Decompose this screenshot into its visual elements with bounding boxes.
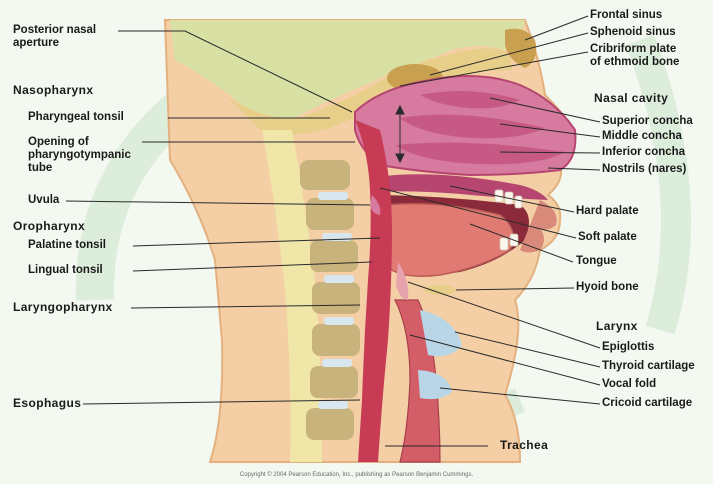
label-laryngopharynx: Laryngopharynx [13, 301, 113, 314]
label-nasal-cavity: Nasal cavity [594, 92, 668, 105]
label-soft-palate: Soft palate [578, 231, 637, 244]
label-pharyngeal-tonsil: Pharyngeal tonsil [28, 111, 124, 124]
label-hard-palate: Hard palate [576, 205, 639, 218]
label-tongue: Tongue [576, 255, 617, 268]
label-vocal-fold: Vocal fold [602, 378, 656, 391]
label-trachea: Trachea [500, 439, 548, 452]
label-hyoid-bone: Hyoid bone [576, 281, 639, 294]
label-frontal-sinus: Frontal sinus [590, 9, 662, 22]
label-nostrils: Nostrils (nares) [602, 163, 686, 176]
label-inferior-concha: Inferior concha [602, 146, 685, 159]
label-thyroid-cartilage: Thyroid cartilage [602, 360, 695, 373]
label-uvula: Uvula [28, 194, 59, 207]
label-esophagus: Esophagus [13, 397, 81, 410]
label-cricoid-cartilage: Cricoid cartilage [602, 397, 692, 410]
label-larynx: Larynx [596, 320, 638, 333]
label-superior-concha: Superior concha [602, 115, 693, 128]
label-epiglottis: Epiglottis [602, 341, 654, 354]
label-lingual-tonsil: Lingual tonsil [28, 264, 103, 277]
label-middle-concha: Middle concha [602, 130, 682, 143]
label-nasopharynx: Nasopharynx [13, 84, 93, 97]
copyright-notice: Copyright © 2004 Pearson Education, Inc.… [0, 472, 713, 478]
label-oropharynx: Oropharynx [13, 220, 85, 233]
label-sphenoid-sinus: Sphenoid sinus [590, 26, 676, 39]
label-palatine-tonsil: Palatine tonsil [28, 239, 106, 252]
